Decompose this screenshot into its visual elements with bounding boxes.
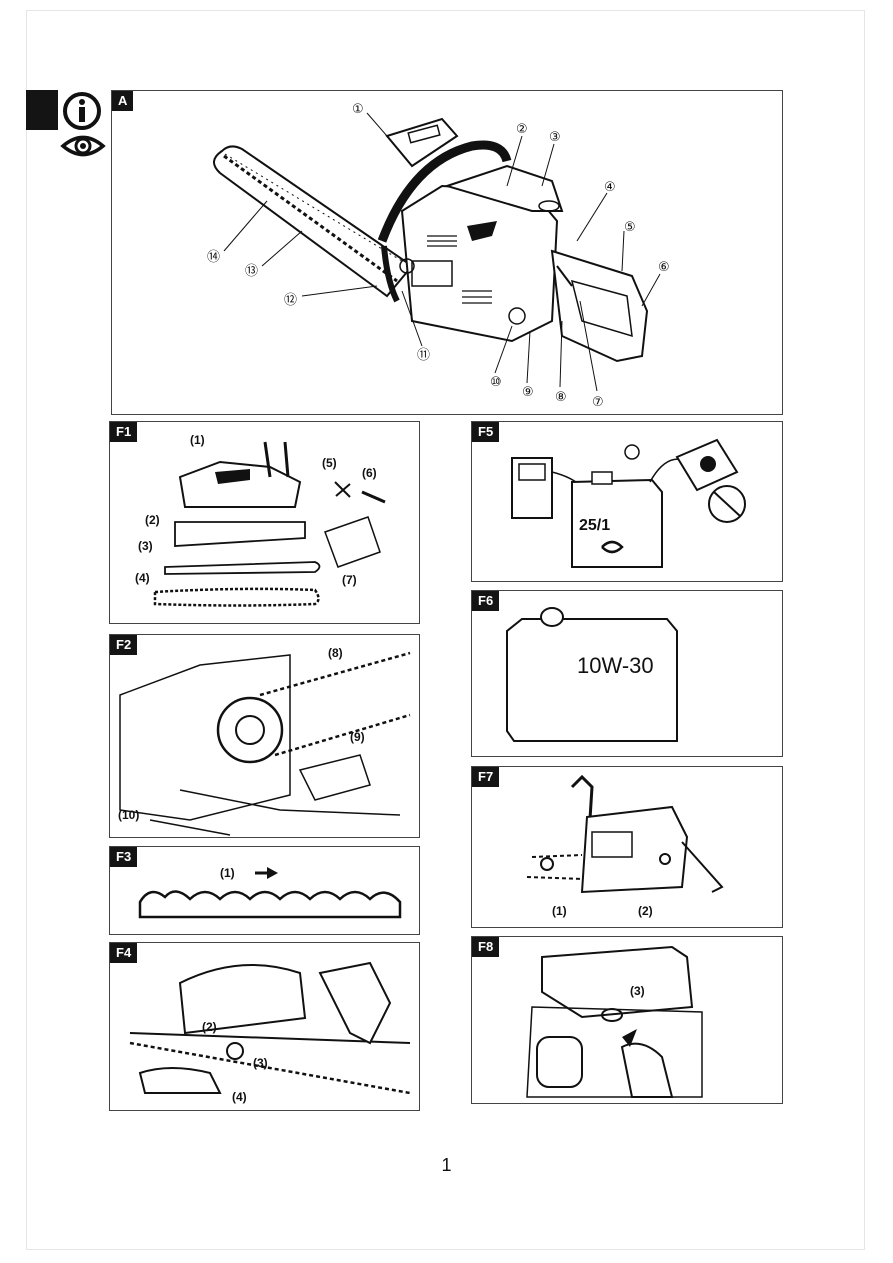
- chain-tensioning-drawing: (2) (3) (4): [129, 961, 411, 1104]
- package-contents-drawing: (1) (2) (3) (4) (5) (6) (7): [135, 433, 386, 607]
- callout-1: ①: [352, 102, 364, 117]
- panel-f5-tag: F5: [472, 422, 500, 442]
- page-border: [26, 10, 865, 1250]
- panel-f8-tag: F8: [472, 937, 500, 957]
- f2-label-8: (8): [328, 646, 343, 660]
- callout-5: ⑤: [624, 220, 636, 235]
- callout-9: ⑨: [522, 385, 534, 400]
- panel-f2: F2 (8) (9) (10): [109, 634, 420, 838]
- panel-f4-tag: F4: [110, 943, 138, 963]
- callout-12: ⑫: [284, 293, 297, 308]
- f1-label-7: (7): [342, 573, 357, 587]
- panel-f5: F5 25/1: [471, 421, 783, 582]
- panel-f6-tag: F6: [472, 591, 500, 611]
- callout-14: ⑭: [207, 250, 220, 265]
- page-number: 1: [441, 1155, 452, 1175]
- f1-label-1: (1): [190, 433, 205, 447]
- guide-bar: [213, 145, 414, 298]
- section-tab-marker: [26, 90, 58, 130]
- panel-f7: F7 (1) (2): [471, 766, 783, 928]
- bar-nut-drawing: (1) (2): [526, 774, 724, 918]
- f2-label-10: (10): [118, 808, 139, 822]
- f4-label-4: (4): [232, 1090, 247, 1104]
- f7-label-2: (2): [638, 904, 653, 918]
- panel-f8: F8 (3): [471, 936, 783, 1104]
- f4-label-3: (3): [253, 1056, 268, 1070]
- f1-label-5: (5): [322, 456, 337, 470]
- f6-oil-grade: 10W-30: [577, 653, 654, 678]
- f5-mix-ratio: 25/1: [579, 517, 610, 534]
- chain-direction-drawing: (1): [138, 866, 402, 919]
- chainsaw-overview-drawing: ① ② ③ ④ ⑤ ⑥ ⑦ ⑧ ⑨ ⑩ ⑪ ⑫ ⑬ ⑭: [207, 102, 670, 410]
- callout-13: ⑬: [245, 264, 258, 279]
- callout-2: ②: [516, 122, 528, 137]
- panel-a: A ①: [111, 90, 783, 415]
- callout-10: ⑩: [490, 375, 502, 390]
- panel-f3-tag: F3: [110, 847, 138, 867]
- fuel-mixing-drawing: 25/1: [511, 438, 746, 568]
- panel-f7-tag: F7: [472, 767, 500, 787]
- info-icon: [63, 92, 101, 130]
- f1-label-3: (3): [138, 539, 153, 553]
- panel-f1-tag: F1: [110, 422, 138, 442]
- oil-container-drawing: 10W-30: [506, 607, 678, 742]
- f3-label-1: (1): [220, 866, 235, 880]
- f4-label-2: (2): [202, 1020, 217, 1034]
- panel-f3: F3 (1): [109, 846, 420, 935]
- f2-label-9: (9): [350, 730, 365, 744]
- chain-oil-cap-drawing: (3): [526, 945, 703, 1098]
- f1-label-2: (2): [145, 513, 160, 527]
- panel-f2-tag: F2: [110, 635, 138, 655]
- callout-6: ⑥: [658, 260, 670, 275]
- f8-label-3: (3): [630, 984, 645, 998]
- callout-11: ⑪: [417, 348, 430, 363]
- f1-label-4: (4): [135, 571, 150, 585]
- callout-8: ⑧: [555, 390, 567, 405]
- eye-icon: [60, 135, 106, 157]
- callout-4: ④: [604, 180, 616, 195]
- panel-f1: F1 (1) (2) (3) (4) (5) (6) (7): [109, 421, 420, 624]
- callout-7: ⑦: [592, 395, 604, 410]
- panel-f6: F6 10W-30: [471, 590, 783, 757]
- f1-label-6: (6): [362, 466, 377, 480]
- f7-label-1: (1): [552, 904, 567, 918]
- bar-chain-assembly-drawing: (8) (9) (10): [118, 646, 411, 836]
- callout-3: ③: [549, 130, 561, 145]
- panel-a-tag: A: [112, 91, 134, 111]
- panel-f4: F4 (2) (3) (4): [109, 942, 420, 1111]
